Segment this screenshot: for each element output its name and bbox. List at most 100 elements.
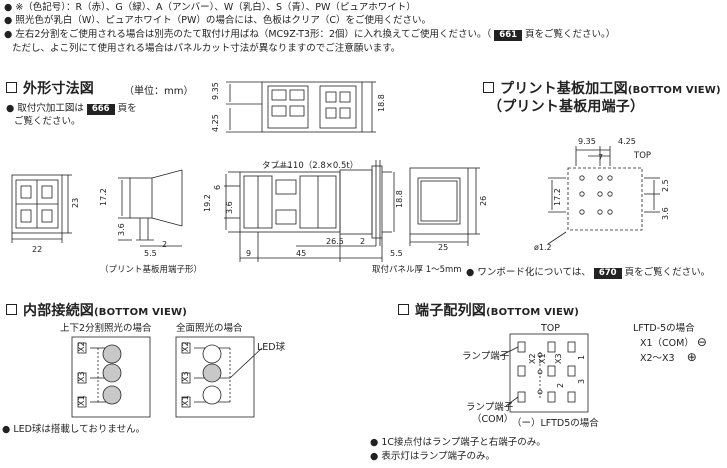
pcb-terminal-label: （プリント基板用端子形）: [100, 264, 202, 275]
internal-title-suffix: (BOTTOM VIEW): [94, 307, 187, 318]
one-touch-pre: ワンボード化については、: [477, 267, 591, 278]
dim-2: 2: [162, 240, 167, 249]
pcb-dim-3-6: 3.6: [661, 207, 670, 220]
dim-26-5: 26.5: [326, 237, 344, 246]
internal-section-title: 内部接続図(BOTTOM VIEW): [6, 300, 187, 320]
pcb-dim-4-25: 4.25: [618, 137, 636, 146]
internal-right-x2: X2: [181, 341, 190, 352]
split-note-post: 頁をご覧ください。）: [525, 29, 616, 40]
dim-26: 26: [479, 196, 488, 206]
internal-left-x3: X3: [77, 371, 86, 382]
terminal-pin-x2: X2: [528, 353, 537, 364]
section-box-icon: [6, 303, 17, 315]
dim-45: 45: [296, 249, 306, 258]
section-box-icon: [483, 81, 494, 93]
lftd5-caption: （ー）LFTD5の場合: [512, 418, 599, 429]
internal-left-diagram: [71, 336, 151, 418]
terminal-section-title: 端子配列図(BOTTOM VIEW): [398, 300, 579, 320]
terminal-pin-x3: X3: [554, 353, 563, 364]
terminal-title-text: 端子配列図: [415, 303, 486, 319]
dim-18-8: 18.8: [395, 190, 404, 208]
dim-18-8-top: 18.8: [377, 94, 386, 112]
dim-3-6: 3.6: [117, 223, 126, 236]
dim-17-2: 17.2: [99, 188, 108, 206]
pcb-subtitle: （プリント基板用端子）: [488, 99, 645, 115]
mount-note-2: ご覧ください。: [14, 116, 81, 127]
terminal-top-label: TOP: [541, 323, 561, 334]
split-note-2: ただし、よこ列にて使用される場合はパネルカット寸法が異なりますのでご注意願います…: [12, 43, 401, 54]
dim-9: 9: [246, 249, 251, 258]
led-note: ● LED球は搭載しておりません。: [2, 424, 146, 435]
outline-title-text: 外形寸法図: [23, 81, 94, 97]
page-ref-670[interactable]: 670: [593, 268, 622, 279]
outline-section-title: 外形寸法図: [6, 78, 94, 98]
pcb-top-label: TOP: [633, 151, 651, 161]
pcb-drill-pattern: [547, 146, 660, 245]
mount-note-pre: 取付穴加工図は: [17, 103, 84, 114]
split-note: ● 左右2分割をご使用される場合は別売のたて取付け用ばね（MC9Z-T3形：2個…: [4, 29, 616, 41]
lamp-terminal-com-label: ランプ端子: [466, 402, 514, 413]
dim-19-2: 19.2: [203, 194, 212, 212]
dim-5-5: 5.5: [144, 249, 157, 258]
one-touch-post: 頁をご覧ください。: [624, 267, 711, 278]
page-ref-661[interactable]: 661: [494, 30, 523, 41]
color-code-text: ※（色記号）：R（赤）、G（緑）、A（アンバー）、W（乳白）、S（青）、PW（ピ…: [15, 2, 416, 13]
tab-label: タブ＃110（2.8×0.5t）: [262, 160, 358, 171]
terminal-note-2-text: 表示灯はランプ端子のみ。: [381, 451, 496, 462]
dim-22: 22: [32, 245, 42, 254]
dim-23: 23: [71, 198, 80, 208]
led-note-text: LED球は搭載しておりません。: [13, 424, 146, 435]
x1-com-row: X1（COM） ⊖: [640, 336, 707, 350]
x23-row: X2〜X3 ⊕: [640, 351, 697, 365]
outline-left-view: [11, 174, 72, 243]
pcb-title-text: プリント基板加工図: [500, 81, 628, 97]
internal-right-x3: X3: [181, 371, 190, 382]
case-note-text: 照光色が乳白（W）、ピュアホワイト（PW）の場合には、色板はクリア（C）をご使用…: [15, 15, 432, 26]
terminal-note-1-text: 1C接点付はランプ端子と右端子のみ。: [381, 437, 546, 448]
internal-left-caption: 上下2分割照光の場合: [60, 323, 152, 334]
internal-left-leds: [102, 344, 122, 405]
dim-3-6-b: 3.6: [225, 201, 234, 214]
pcb-dim-2-5: 2.5: [661, 179, 670, 192]
pcb-dim-hole: ø1.2: [534, 243, 552, 252]
color-code-note: ● ※（色記号）：R（赤）、G（緑）、A（アンバー）、W（乳白）、S（青）、PW…: [4, 2, 416, 13]
terminal-pin-3: 3: [577, 379, 586, 384]
internal-right-x1: X1: [181, 395, 190, 406]
internal-left-x2: X2: [77, 341, 86, 352]
minus-circle-icon: ⊖: [696, 335, 707, 349]
page-ref-666[interactable]: 666: [86, 104, 115, 115]
internal-right-caption: 全面照光の場合: [176, 323, 243, 334]
terminal-diagram: [499, 333, 589, 413]
pcb-dim-17-2: 17.2: [553, 188, 562, 206]
terminal-title-suffix: (BOTTOM VIEW): [486, 307, 579, 318]
com-label: （COM）: [472, 414, 514, 425]
pcb-dim-7: 7: [598, 153, 603, 162]
lamp-terminal-label: ランプ端子: [462, 351, 510, 362]
pcb-holes: [579, 175, 613, 215]
dimension-labels: 9.35 4.25 18.8 22 23 17.2 3.6 5.5 2 19.2…: [32, 82, 670, 406]
outline-front-view: [409, 167, 480, 246]
unit-label: （単位：mm）: [124, 86, 194, 97]
outline-pcb-side-view: [118, 169, 183, 247]
outline-main-side-view: [224, 160, 395, 262]
dim-9-35: 9.35: [211, 82, 220, 100]
pcb-dim-9-35: 9.35: [578, 137, 596, 146]
terminal-pin-x1: X1: [538, 353, 547, 364]
dim-25: 25: [438, 243, 448, 252]
panel-thickness-label: 取付パネル厚 1〜5mm: [372, 264, 462, 275]
dim-5-5-b: 5.5: [390, 249, 403, 258]
dim-4-25: 4.25: [211, 114, 220, 132]
internal-right-leds: [202, 344, 222, 405]
pcb-title-suffix: (BOTTOM VIEW): [627, 85, 721, 96]
section-box-icon: [398, 303, 409, 315]
terminal-note-1: ● 1C接点付はランプ端子と右端子のみ。: [370, 437, 546, 448]
case-note: ● 照光色が乳白（W）、ピュアホワイト（PW）の場合には、色板はクリア（C）をご…: [4, 15, 432, 26]
terminal-pin-1: 1: [577, 355, 586, 360]
led-label: LED球: [257, 342, 286, 353]
dim-2-b: 2: [360, 237, 365, 246]
plus-circle-icon: ⊕: [686, 350, 697, 364]
outline-top-view: [226, 81, 376, 133]
